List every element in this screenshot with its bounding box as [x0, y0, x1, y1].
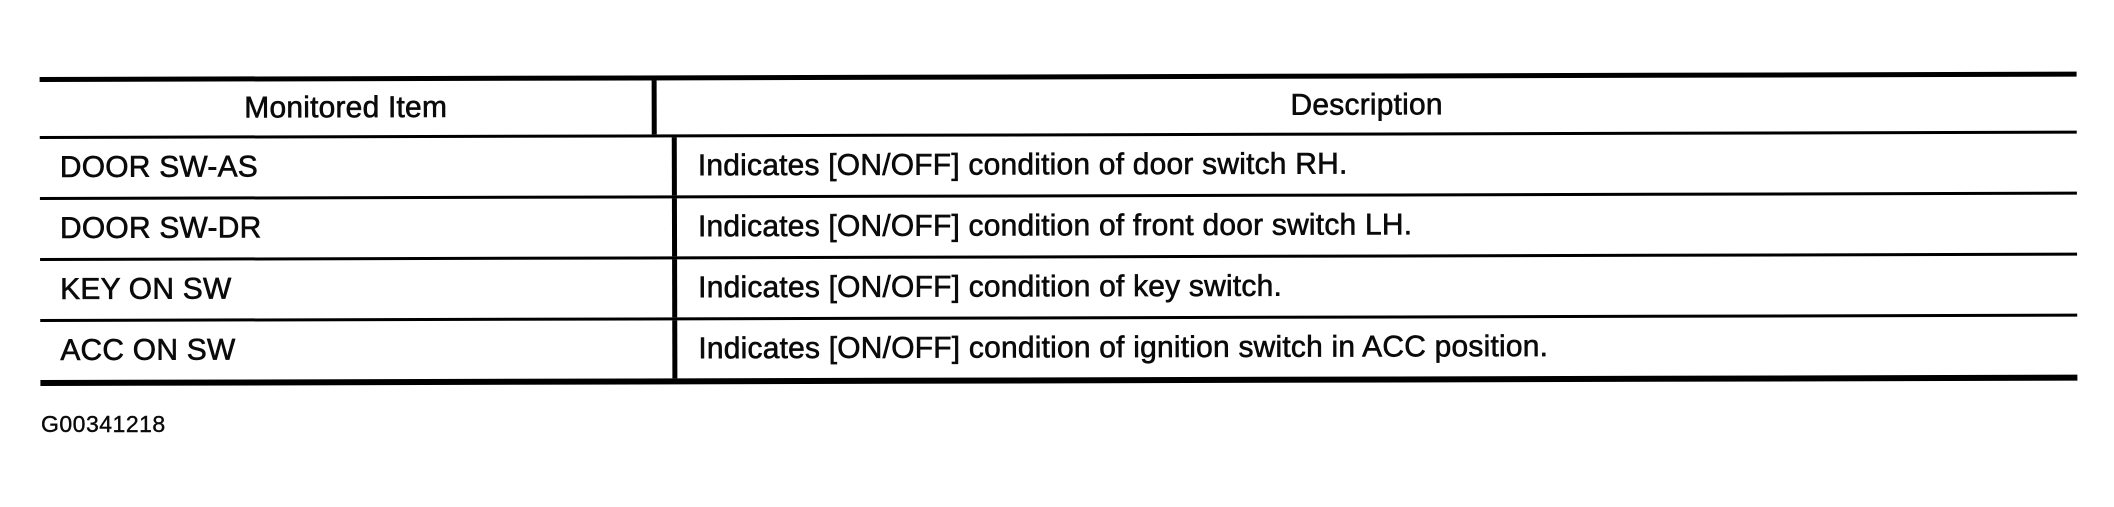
- figure-id-label: G00341218: [41, 411, 166, 437]
- table-row: KEY ON SW Indicates [ON/OFF] condition o…: [40, 255, 2078, 322]
- table-row: DOOR SW-DR Indicates [ON/OFF] condition …: [39, 194, 2078, 261]
- description-cell: Indicates [ON/OFF] condition of door swi…: [697, 147, 1348, 183]
- table-header-row: Monitored Item Description: [39, 76, 2077, 140]
- column-header-monitored-item: Monitored Item: [39, 80, 657, 137]
- table-row: ACC ON SW Indicates [ON/OFF] condition o…: [40, 317, 2077, 380]
- description-cell: Indicates [ON/OFF] condition of key swit…: [698, 269, 1283, 305]
- scanned-table-region: Monitored Item Description DOOR SW-AS In…: [39, 71, 2078, 386]
- monitored-item-cell: DOOR SW-AS: [39, 137, 677, 198]
- monitored-item-cell: ACC ON SW: [40, 320, 678, 380]
- monitored-items-table: Monitored Item Description DOOR SW-AS In…: [39, 71, 2078, 386]
- description-cell: Indicates [ON/OFF] condition of front do…: [697, 208, 1413, 244]
- column-header-description: Description: [1290, 88, 1443, 122]
- monitored-item-cell: KEY ON SW: [40, 259, 678, 319]
- description-cell: Indicates [ON/OFF] condition of ignition…: [698, 330, 1549, 366]
- table-row: DOOR SW-AS Indicates [ON/OFF] condition …: [39, 133, 2077, 201]
- monitored-item-cell: DOOR SW-DR: [39, 198, 678, 258]
